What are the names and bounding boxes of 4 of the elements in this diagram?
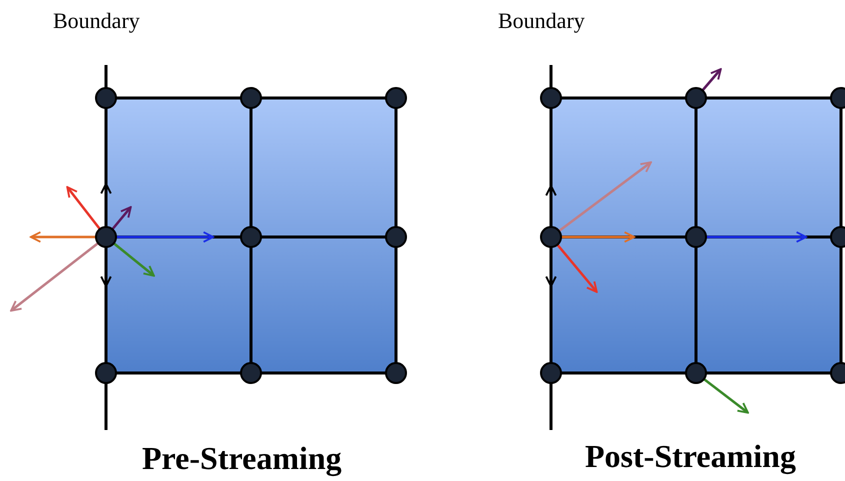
boundary-label: Boundary <box>53 8 140 34</box>
boundary-label: Boundary <box>498 8 585 34</box>
panel-caption: Post-Streaming <box>585 438 796 475</box>
panel-caption: Pre-Streaming <box>142 440 342 477</box>
